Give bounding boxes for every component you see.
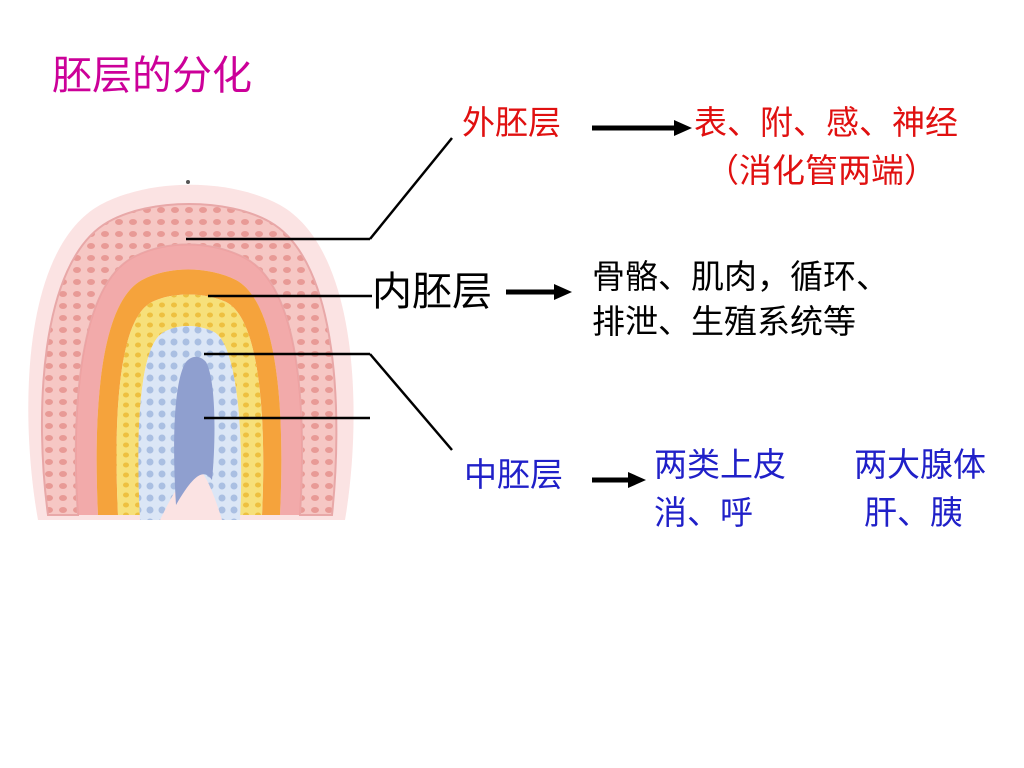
ectoderm-pointer-diagonal xyxy=(369,137,453,240)
endoderm-arrow xyxy=(506,284,572,300)
mesoderm-tissue-outer xyxy=(96,269,282,515)
ectoderm-label: 外胚层 xyxy=(462,103,561,142)
pointer-lines xyxy=(186,137,453,451)
endoderm-label: 内胚层 xyxy=(372,269,492,315)
mesoderm-glands-line1: 两大腺体 xyxy=(854,445,986,484)
ectoderm-tissue xyxy=(40,203,338,516)
ectoderm-derivatives-line2: （消化管两端） xyxy=(706,151,937,190)
mesoderm-tissue-inner xyxy=(116,294,264,515)
embryo-top-mark xyxy=(186,180,190,184)
ectoderm-arrow xyxy=(592,120,692,136)
mesoderm-epithelia-line1: 两类上皮 xyxy=(654,445,786,484)
archenteron-cavity xyxy=(174,356,215,505)
page-title: 胚层的分化 xyxy=(52,53,252,99)
mesoderm-glands-line2: 肝、胰 xyxy=(864,493,963,532)
mesoderm-pointer-diagonal xyxy=(369,353,453,451)
mesoderm-arrow xyxy=(592,472,646,488)
endoderm-derivatives-line2: 排泄、生殖系统等 xyxy=(592,302,856,341)
ectoderm-derivatives-line1: 表、附、感、神经 xyxy=(694,103,958,142)
mesoderm-epithelia-line2: 消、呼 xyxy=(654,493,753,532)
mesoderm-label: 中胚层 xyxy=(464,455,563,494)
endoderm-derivatives-line1: 骨骼、肌肉，循环、 xyxy=(592,257,889,296)
